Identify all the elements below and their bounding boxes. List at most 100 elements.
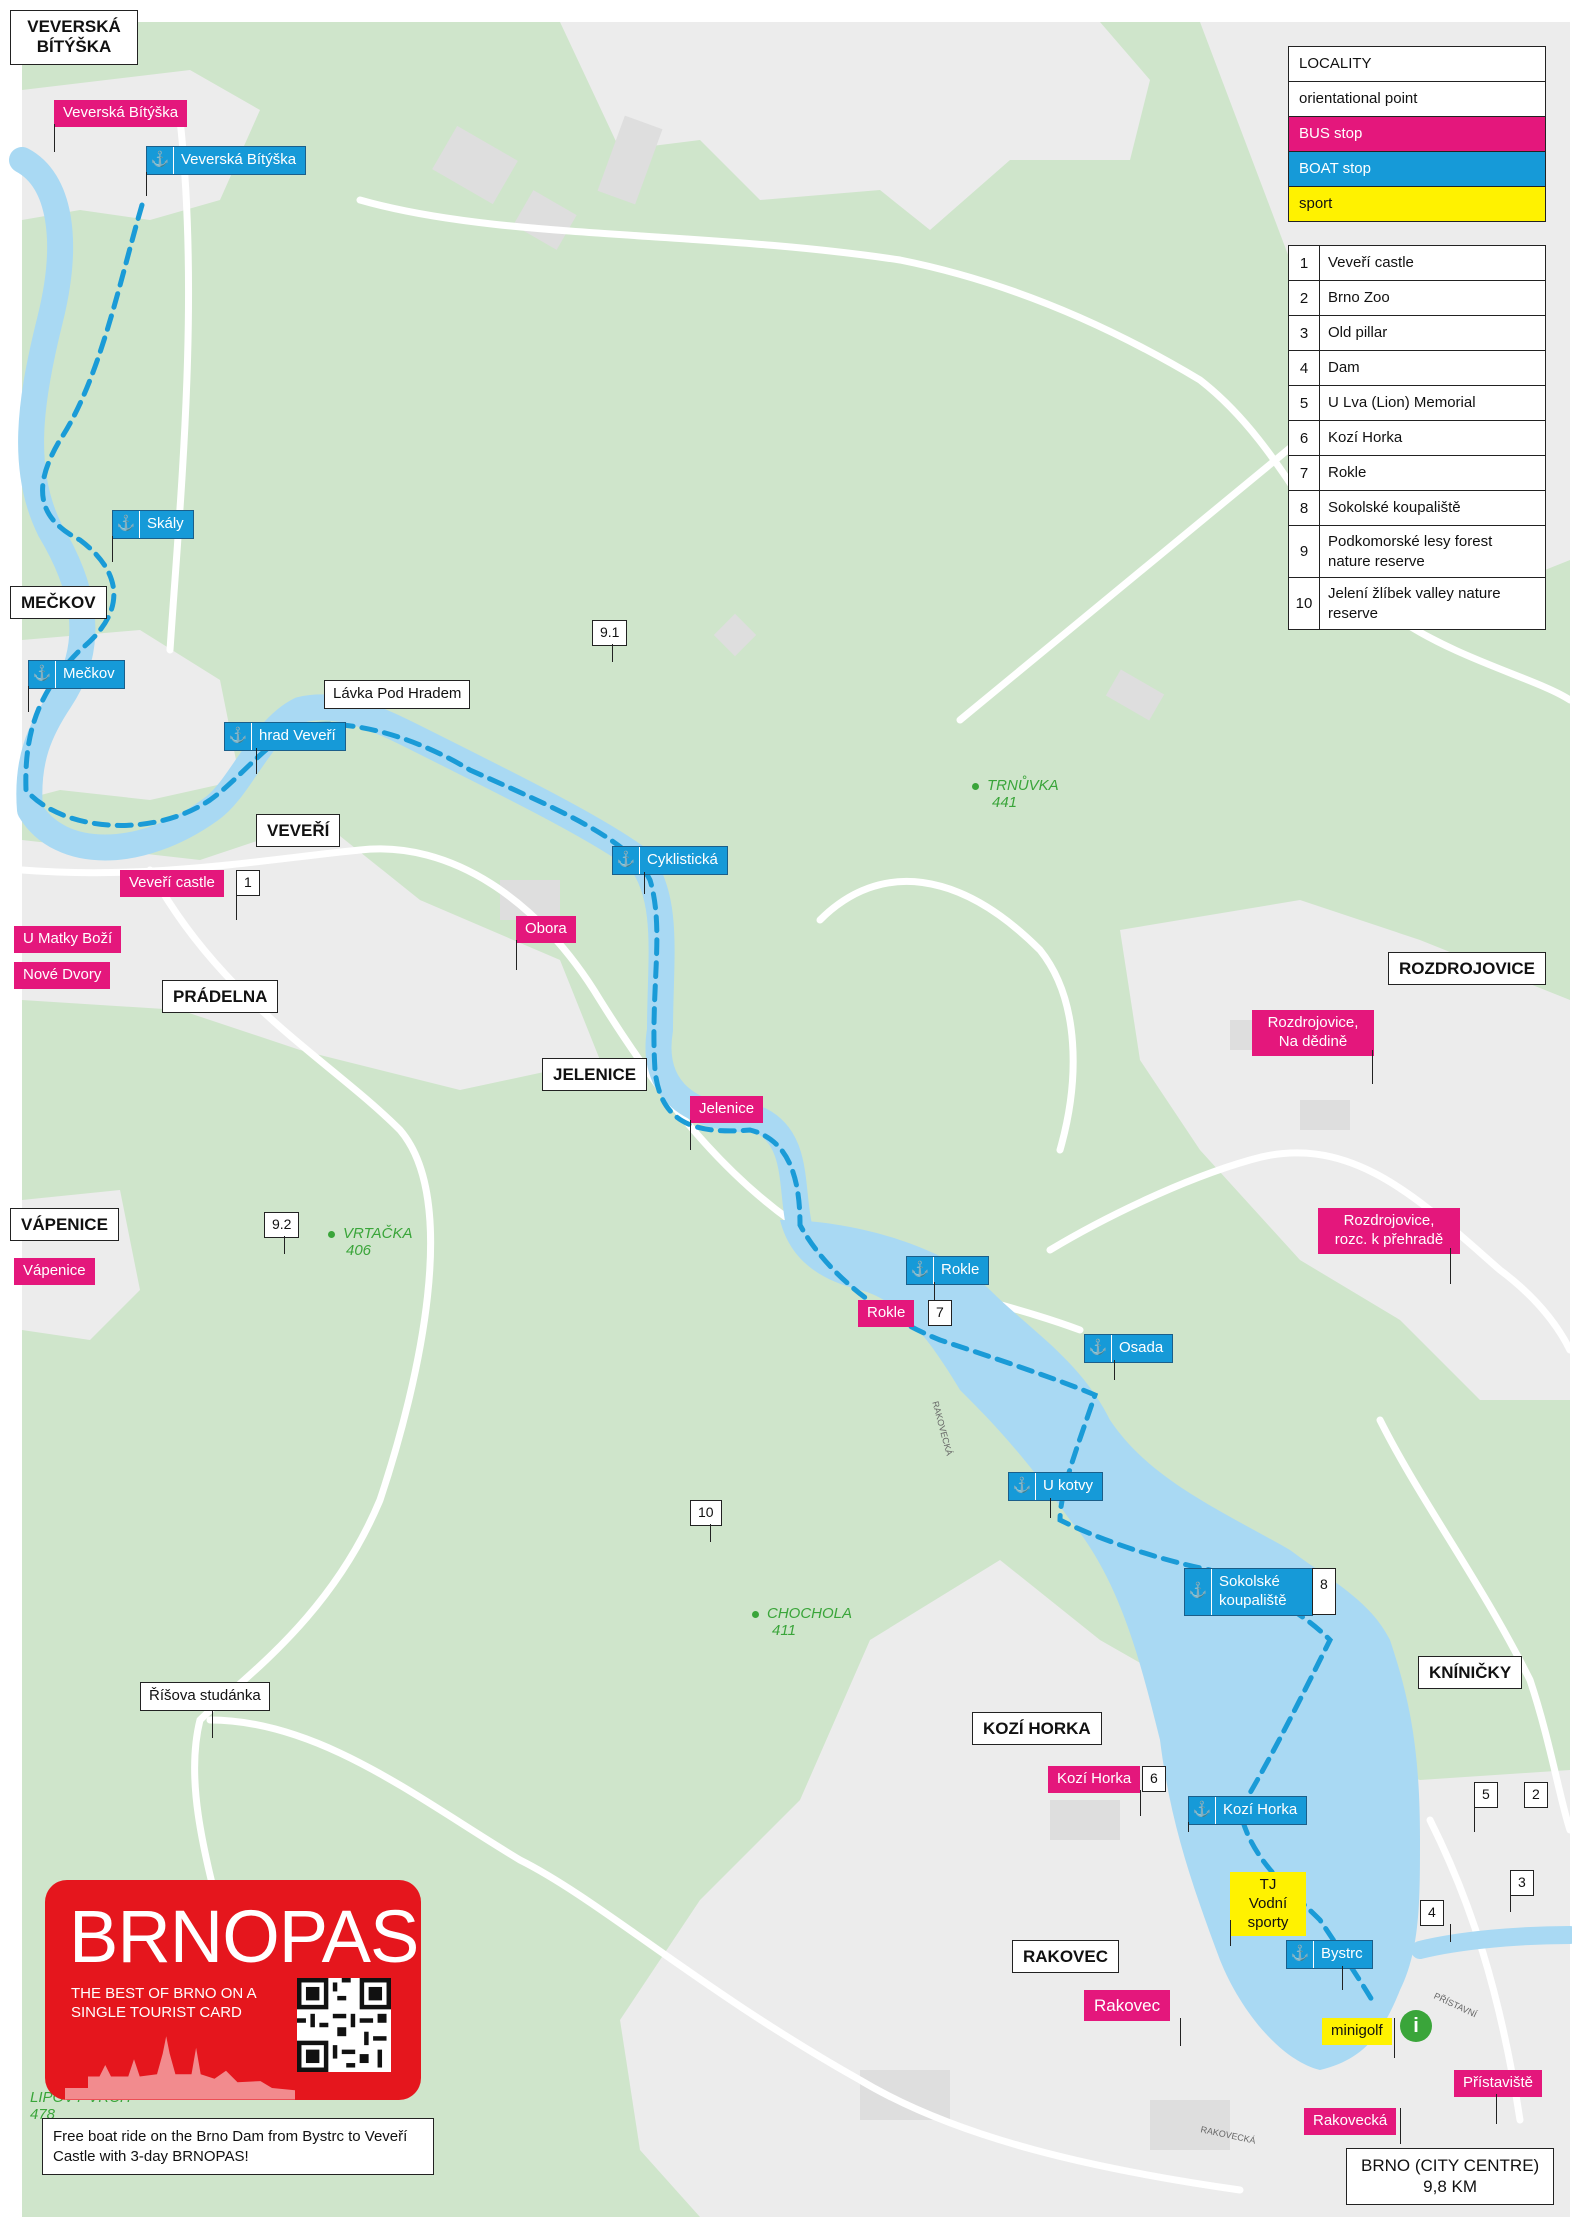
boat-stop-skaly[interactable]: ⚓ Skály — [112, 510, 194, 539]
boat-stop-bystrc[interactable]: ⚓ Bystrc — [1286, 1940, 1373, 1969]
sport-minigolf[interactable]: minigolf — [1322, 2018, 1392, 2045]
boat-stop-osada[interactable]: ⚓ Osada — [1084, 1334, 1174, 1363]
peak-name: VRTAČKA — [343, 1225, 413, 1242]
pin-boat-meckov — [28, 686, 29, 712]
sport-tj-vodni-sporty[interactable]: TJ Vodní sporty — [1230, 1872, 1306, 1937]
poi-number: 7 — [1289, 456, 1320, 490]
boat-stop-veverska-bityska[interactable]: ⚓ Veverská Bítýška — [146, 146, 307, 175]
marker-1: 1 — [236, 870, 260, 896]
anchor-icon: ⚓ — [907, 1257, 934, 1284]
pin-marker-4 — [1450, 1924, 1451, 1942]
bus-stop-rokle[interactable]: Rokle — [858, 1300, 915, 1327]
boat-stop-label: Sokolské koupaliště — [1219, 1573, 1287, 1609]
urban-area-north — [560, 22, 1150, 230]
peak-name: CHOCHOLA — [767, 1605, 853, 1622]
bus-stop-rozdrojovice-rozc[interactable]: Rozdrojovice, rozc. k přehradě — [1318, 1208, 1460, 1254]
peak-height: 411 — [772, 1621, 796, 1639]
poi-number: 3 — [1289, 316, 1320, 350]
boat-stop-u-kotvy[interactable]: ⚓ U kotvy — [1008, 1472, 1104, 1501]
poi-label: Veveří castle — [1328, 254, 1414, 272]
peak-vrtacka: VRTAČKA 406 — [328, 1225, 413, 1259]
bus-stop-pristaviste[interactable]: Přístaviště — [1454, 2070, 1543, 2097]
locality-rozdrojovice: ROZDROJOVICE — [1388, 952, 1547, 986]
poi-label: U Lva (Lion) Memorial — [1328, 394, 1476, 412]
pin-boat-bystrc — [1342, 1966, 1343, 1990]
marker-10: 10 — [690, 1500, 722, 1526]
poi-number: 2 — [1289, 281, 1320, 315]
svratka-outflow — [1411, 1926, 1572, 1959]
marker-2: 2 — [1524, 1782, 1548, 1808]
pin-risova — [212, 1710, 213, 1738]
poi-row: 5 U Lva (Lion) Memorial — [1289, 386, 1545, 421]
info-icon[interactable]: i — [1400, 2010, 1432, 2042]
bus-stop-veverska-bityska[interactable]: Veverská Bítýška — [54, 100, 188, 127]
boat-stop-cyklisticka[interactable]: ⚓ Cyklistická — [612, 846, 728, 875]
poi-label: Sokolské koupaliště — [1328, 499, 1461, 517]
pin-marker-1 — [236, 894, 237, 920]
boat-stop-label: hrad Veveří — [259, 727, 336, 744]
boat-stop-hrad-veveri[interactable]: ⚓ hrad Veveří — [224, 722, 346, 751]
pin-marker-5 — [1474, 1806, 1475, 1832]
brno-label: BRNO (CITY CENTRE) — [1361, 2156, 1540, 2175]
bus-stop-rakovecka[interactable]: Rakovecká — [1304, 2108, 1397, 2135]
poi-label: Brno Zoo — [1328, 289, 1390, 307]
peak-height: 406 — [346, 1241, 372, 1259]
pin-bus-rozdrojovice-rozc — [1450, 1248, 1451, 1284]
bus-stop-nove-dvory[interactable]: Nové Dvory — [14, 962, 111, 989]
poi-row: 2 Brno Zoo — [1289, 281, 1545, 316]
pin-boat-u-kotvy — [1050, 1498, 1051, 1518]
pin-sport-tj — [1230, 1920, 1231, 1946]
anchor-icon: ⚓ — [29, 661, 56, 688]
poi-label: Dam — [1328, 359, 1360, 377]
locality-veveri: VEVEŘÍ — [256, 814, 341, 848]
boat-stop-sokolske-koupaliste[interactable]: ⚓ Sokolské koupaliště — [1184, 1568, 1313, 1616]
pin-bus-rakovec — [1180, 2018, 1181, 2046]
brno-distance: 9,8 KM — [1423, 2177, 1478, 2197]
marker-7: 7 — [928, 1300, 952, 1326]
qr-code-icon[interactable] — [297, 1978, 391, 2072]
pin-marker-92 — [284, 1236, 285, 1254]
brnopas-card[interactable]: BRNOPAS THE BEST OF BRNO ON A SINGLE TOU… — [45, 1880, 421, 2100]
brno-reservoir — [780, 1220, 1420, 2070]
bus-stop-u-matky-bozi[interactable]: U Matky Boží — [14, 926, 122, 953]
pin-bus-jelenice — [690, 1120, 691, 1150]
poi-label: Podkomorské lesy forest nature reserve — [1328, 533, 1493, 570]
boat-stop-label: Bystrc — [1321, 1945, 1363, 1962]
locality-rakovec: RAKOVEC — [1012, 1940, 1120, 1974]
pin-boat-rokle — [934, 1282, 935, 1302]
pin-marker-3 — [1510, 1894, 1511, 1912]
bus-stop-rakovec[interactable]: Rakovec — [1084, 1990, 1171, 2022]
poi-number: 8 — [1289, 491, 1320, 525]
locality-vapenice: VÁPENICE — [10, 1208, 119, 1242]
boat-stop-label: U kotvy — [1043, 1477, 1094, 1494]
boat-stop-label: Osada — [1119, 1339, 1164, 1356]
poi-number: 5 — [1289, 386, 1320, 420]
boat-stop-label: Veverská Bítýška — [181, 151, 297, 168]
legend-sport: sport — [1289, 187, 1545, 221]
poi-row: 8 Sokolské koupaliště — [1289, 491, 1545, 526]
marker-3: 3 — [1510, 1870, 1534, 1896]
locality-jelenice: JELENICE — [542, 1058, 648, 1092]
pin-boat-hrad — [256, 748, 257, 774]
bus-stop-veveri-castle[interactable]: Veveří castle — [120, 870, 224, 897]
bus-stop-obora[interactable]: Obora — [516, 916, 576, 943]
anchor-icon: ⚓ — [147, 147, 174, 174]
bus-stop-jelenice[interactable]: Jelenice — [690, 1096, 764, 1123]
boat-stop-rokle[interactable]: ⚓ Rokle — [906, 1256, 990, 1285]
pin-marker-91 — [612, 644, 613, 662]
marker-92: 9.2 — [264, 1212, 300, 1238]
poi-number: 1 — [1289, 246, 1320, 280]
peak-name: TRNŮVKA — [987, 777, 1059, 794]
boat-stop-meckov[interactable]: ⚓ Mečkov — [28, 660, 125, 689]
bus-stop-vapenice[interactable]: Vápenice — [14, 1258, 95, 1285]
boat-stop-kozi-horka[interactable]: ⚓ Kozí Horka — [1188, 1796, 1308, 1825]
pin-boat-cyklisticka — [644, 872, 645, 894]
bus-stop-kozi-horka[interactable]: Kozí Horka — [1048, 1766, 1141, 1793]
bus-stop-rozdrojovice-na-dedine[interactable]: Rozdrojovice, Na dědině — [1252, 1010, 1374, 1056]
poi-number: 4 — [1289, 351, 1320, 385]
peak-height: 441 — [992, 793, 1018, 811]
legend-orientational: orientational point — [1289, 82, 1545, 117]
pin-bus-rakovecka — [1400, 2108, 1401, 2144]
